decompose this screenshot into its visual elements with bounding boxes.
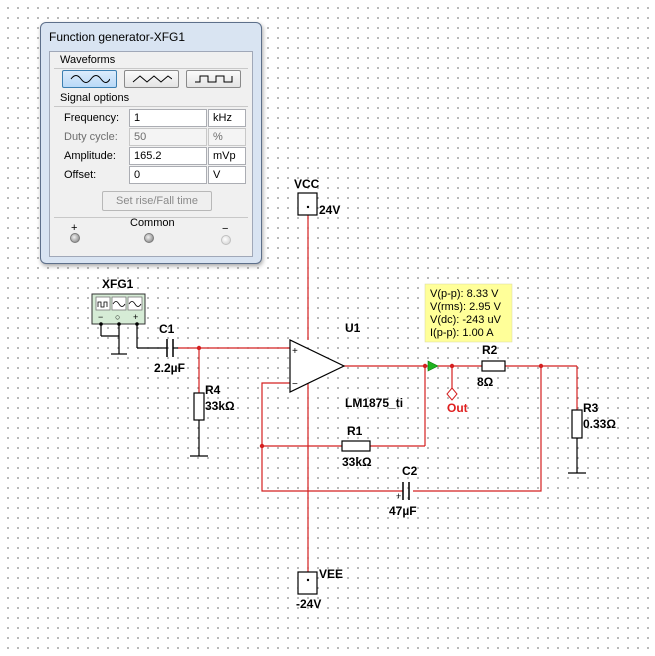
r2-value: 8Ω [477,375,494,389]
offset-field[interactable]: 0 [129,166,207,184]
r2-name: R2 [482,343,498,357]
c2-plus-sign: + [396,491,401,501]
duty-cycle-label: Duty cycle: [64,131,118,143]
c1-value: 2.2µF [154,361,185,375]
vee-value: -24V [296,597,321,611]
svg-text:−: − [98,312,103,322]
c2-value: 47µF [389,504,417,518]
u1-name: U1 [345,321,361,335]
duty-cycle-field[interactable]: 50 [129,128,207,146]
terminals-divider [54,217,248,218]
vee-source[interactable] [297,571,318,595]
window-client-area: Waveforms Signal options Frequency: 1 kH… [49,51,253,257]
amplitude-unit[interactable]: mVp [208,147,246,165]
square-wave-button[interactable] [186,70,241,88]
r3-resistor[interactable] [571,409,583,439]
opamp-minus: − [292,379,298,390]
triangle-wave-button[interactable] [124,70,179,88]
amplitude-label: Amplitude: [64,150,116,162]
r3-name: R3 [583,401,599,415]
window-title: Function generator-XFG1 [49,30,186,44]
square-wave-icon [194,75,232,83]
vcc-name: VCC [294,177,320,191]
probe-arrow-icon[interactable] [427,360,439,372]
vcc-value: 24V [319,203,340,217]
minus-terminal-icon[interactable] [221,235,231,245]
offset-unit[interactable]: V [208,166,246,184]
u1-part: LM1875_ti [345,396,403,410]
r3-value: 0.33Ω [583,417,616,431]
c1-capacitor[interactable] [162,339,178,357]
r1-resistor[interactable] [341,440,371,452]
frequency-label: Frequency: [64,112,120,124]
waveforms-divider [54,68,248,69]
sine-wave-button[interactable] [62,70,117,88]
set-rise-fall-button[interactable]: Set rise/Fall time [102,191,212,211]
probe-line-vdc: V(dc): -243 uV [430,314,502,326]
xfg1-label: XFG1 [102,277,134,291]
triangle-wave-icon [132,75,172,83]
vee-name: VEE [319,567,343,581]
plus-terminal-icon[interactable] [70,233,80,243]
r4-name: R4 [205,383,221,397]
amplitude-field[interactable]: 165.2 [129,147,207,165]
black-wires [100,324,586,474]
svg-text:+: + [133,312,138,322]
out-probe-icon[interactable] [446,387,458,401]
u1-opamp[interactable] [289,339,346,393]
svg-text:○: ○ [115,312,120,322]
r4-resistor[interactable] [193,392,205,421]
xfg1-component[interactable]: − ○ + [91,293,146,326]
probe-line-vpp: V(p-p): 8.33 V [430,288,499,300]
offset-label: Offset: [64,169,97,181]
probe-line-ipp: I(p-p): 1.00 A [430,327,494,339]
common-terminal-label: Common [130,217,175,229]
signal-options-group-label: Signal options [60,92,130,104]
probe-readout[interactable]: V(p-p): 8.33 V V(rms): 2.95 V V(dc): -24… [424,283,513,343]
function-generator-window[interactable]: Function generator-XFG1 Waveforms Signal… [40,22,262,264]
r1-name: R1 [347,424,363,438]
out-label: Out [447,401,468,415]
junction-dots [196,345,544,449]
minus-terminal-label: − [222,223,229,235]
sine-wave-icon [70,75,110,83]
r1-value: 33kΩ [342,455,372,469]
vcc-source[interactable] [297,192,318,216]
probe-line-vrms: V(rms): 2.95 V [430,301,502,313]
frequency-unit[interactable]: kHz [208,109,246,127]
c1-name: C1 [159,322,175,336]
duty-cycle-unit[interactable]: % [208,128,246,146]
c2-capacitor[interactable] [402,482,410,500]
frequency-field[interactable]: 1 [129,109,207,127]
c2-name: C2 [402,464,418,478]
wires [178,215,578,572]
signal-options-divider [54,106,248,107]
r2-resistor[interactable] [481,360,506,372]
plus-terminal-label: + [71,222,78,234]
waveforms-group-label: Waveforms [60,54,116,66]
r4-value: 33kΩ [205,399,235,413]
opamp-plus: + [292,346,298,357]
common-terminal-icon[interactable] [144,233,154,243]
